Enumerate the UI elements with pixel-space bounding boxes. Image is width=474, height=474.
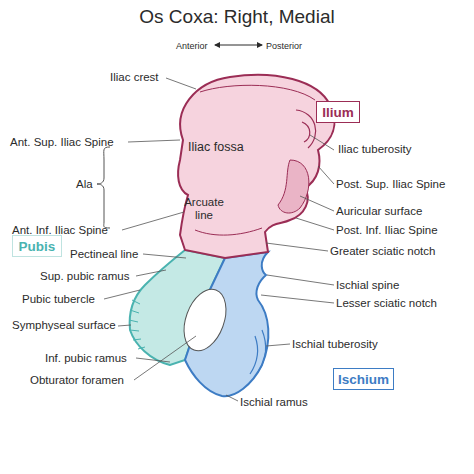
part-label: Arcuate line xyxy=(178,196,230,222)
part-label: Iliac tuberosity xyxy=(338,143,412,156)
part-label: Auricular surface xyxy=(336,205,422,218)
part-label: Symphyseal surface xyxy=(12,319,116,332)
part-label: Pubic tubercle xyxy=(22,293,95,306)
ala-bracket xyxy=(97,147,110,228)
part-label: Obturator foramen xyxy=(30,374,124,387)
region-name: Pubis xyxy=(19,239,56,254)
part-label: Sup. pubic ramus xyxy=(40,270,130,283)
part-label: Posterior xyxy=(266,40,302,53)
part-label: Post. Sup. Iliac Spine xyxy=(336,178,445,191)
region-name: Ischium xyxy=(338,372,389,387)
part-label: Pectineal line xyxy=(70,248,138,261)
region-name: Ilium xyxy=(322,105,354,120)
region-box: Ischium xyxy=(333,368,394,390)
part-label: Greater sciatic notch xyxy=(330,245,435,258)
ilium-shape xyxy=(178,75,334,258)
obturator-foramen xyxy=(176,283,234,356)
arcuate-line xyxy=(195,228,262,235)
part-label: Ischial tuberosity xyxy=(292,338,378,351)
leader-lines xyxy=(104,78,334,401)
iliac-crest-line xyxy=(200,85,315,100)
part-label: Iliac crest xyxy=(110,71,159,84)
diagram-title: Os Coxa: Right, Medial xyxy=(0,6,474,28)
part-label: Ant. Inf. Iliac Spine xyxy=(12,224,108,237)
part-label: Lesser sciatic notch xyxy=(336,297,437,310)
part-label: Ant. Sup. Iliac Spine xyxy=(10,136,114,149)
region-box: Ilium xyxy=(316,101,360,123)
iliac-tuberosity-ridges xyxy=(296,110,316,148)
symphyseal-hatching xyxy=(129,300,145,349)
direction-arrow xyxy=(215,45,262,46)
part-label: Post. Inf. Iliac Spine xyxy=(336,224,438,237)
part-label: Inf. pubic ramus xyxy=(45,352,127,365)
tuberosity-ridges xyxy=(250,330,265,374)
region-box: Pubis xyxy=(12,235,62,257)
part-label: Ala xyxy=(76,178,93,191)
part-label: Anterior xyxy=(176,40,208,53)
auricular-surface xyxy=(278,160,309,213)
part-label: Iliac fossa xyxy=(188,141,244,154)
part-label: Ischial ramus xyxy=(240,396,308,409)
part-label: Ischial spine xyxy=(336,279,399,292)
